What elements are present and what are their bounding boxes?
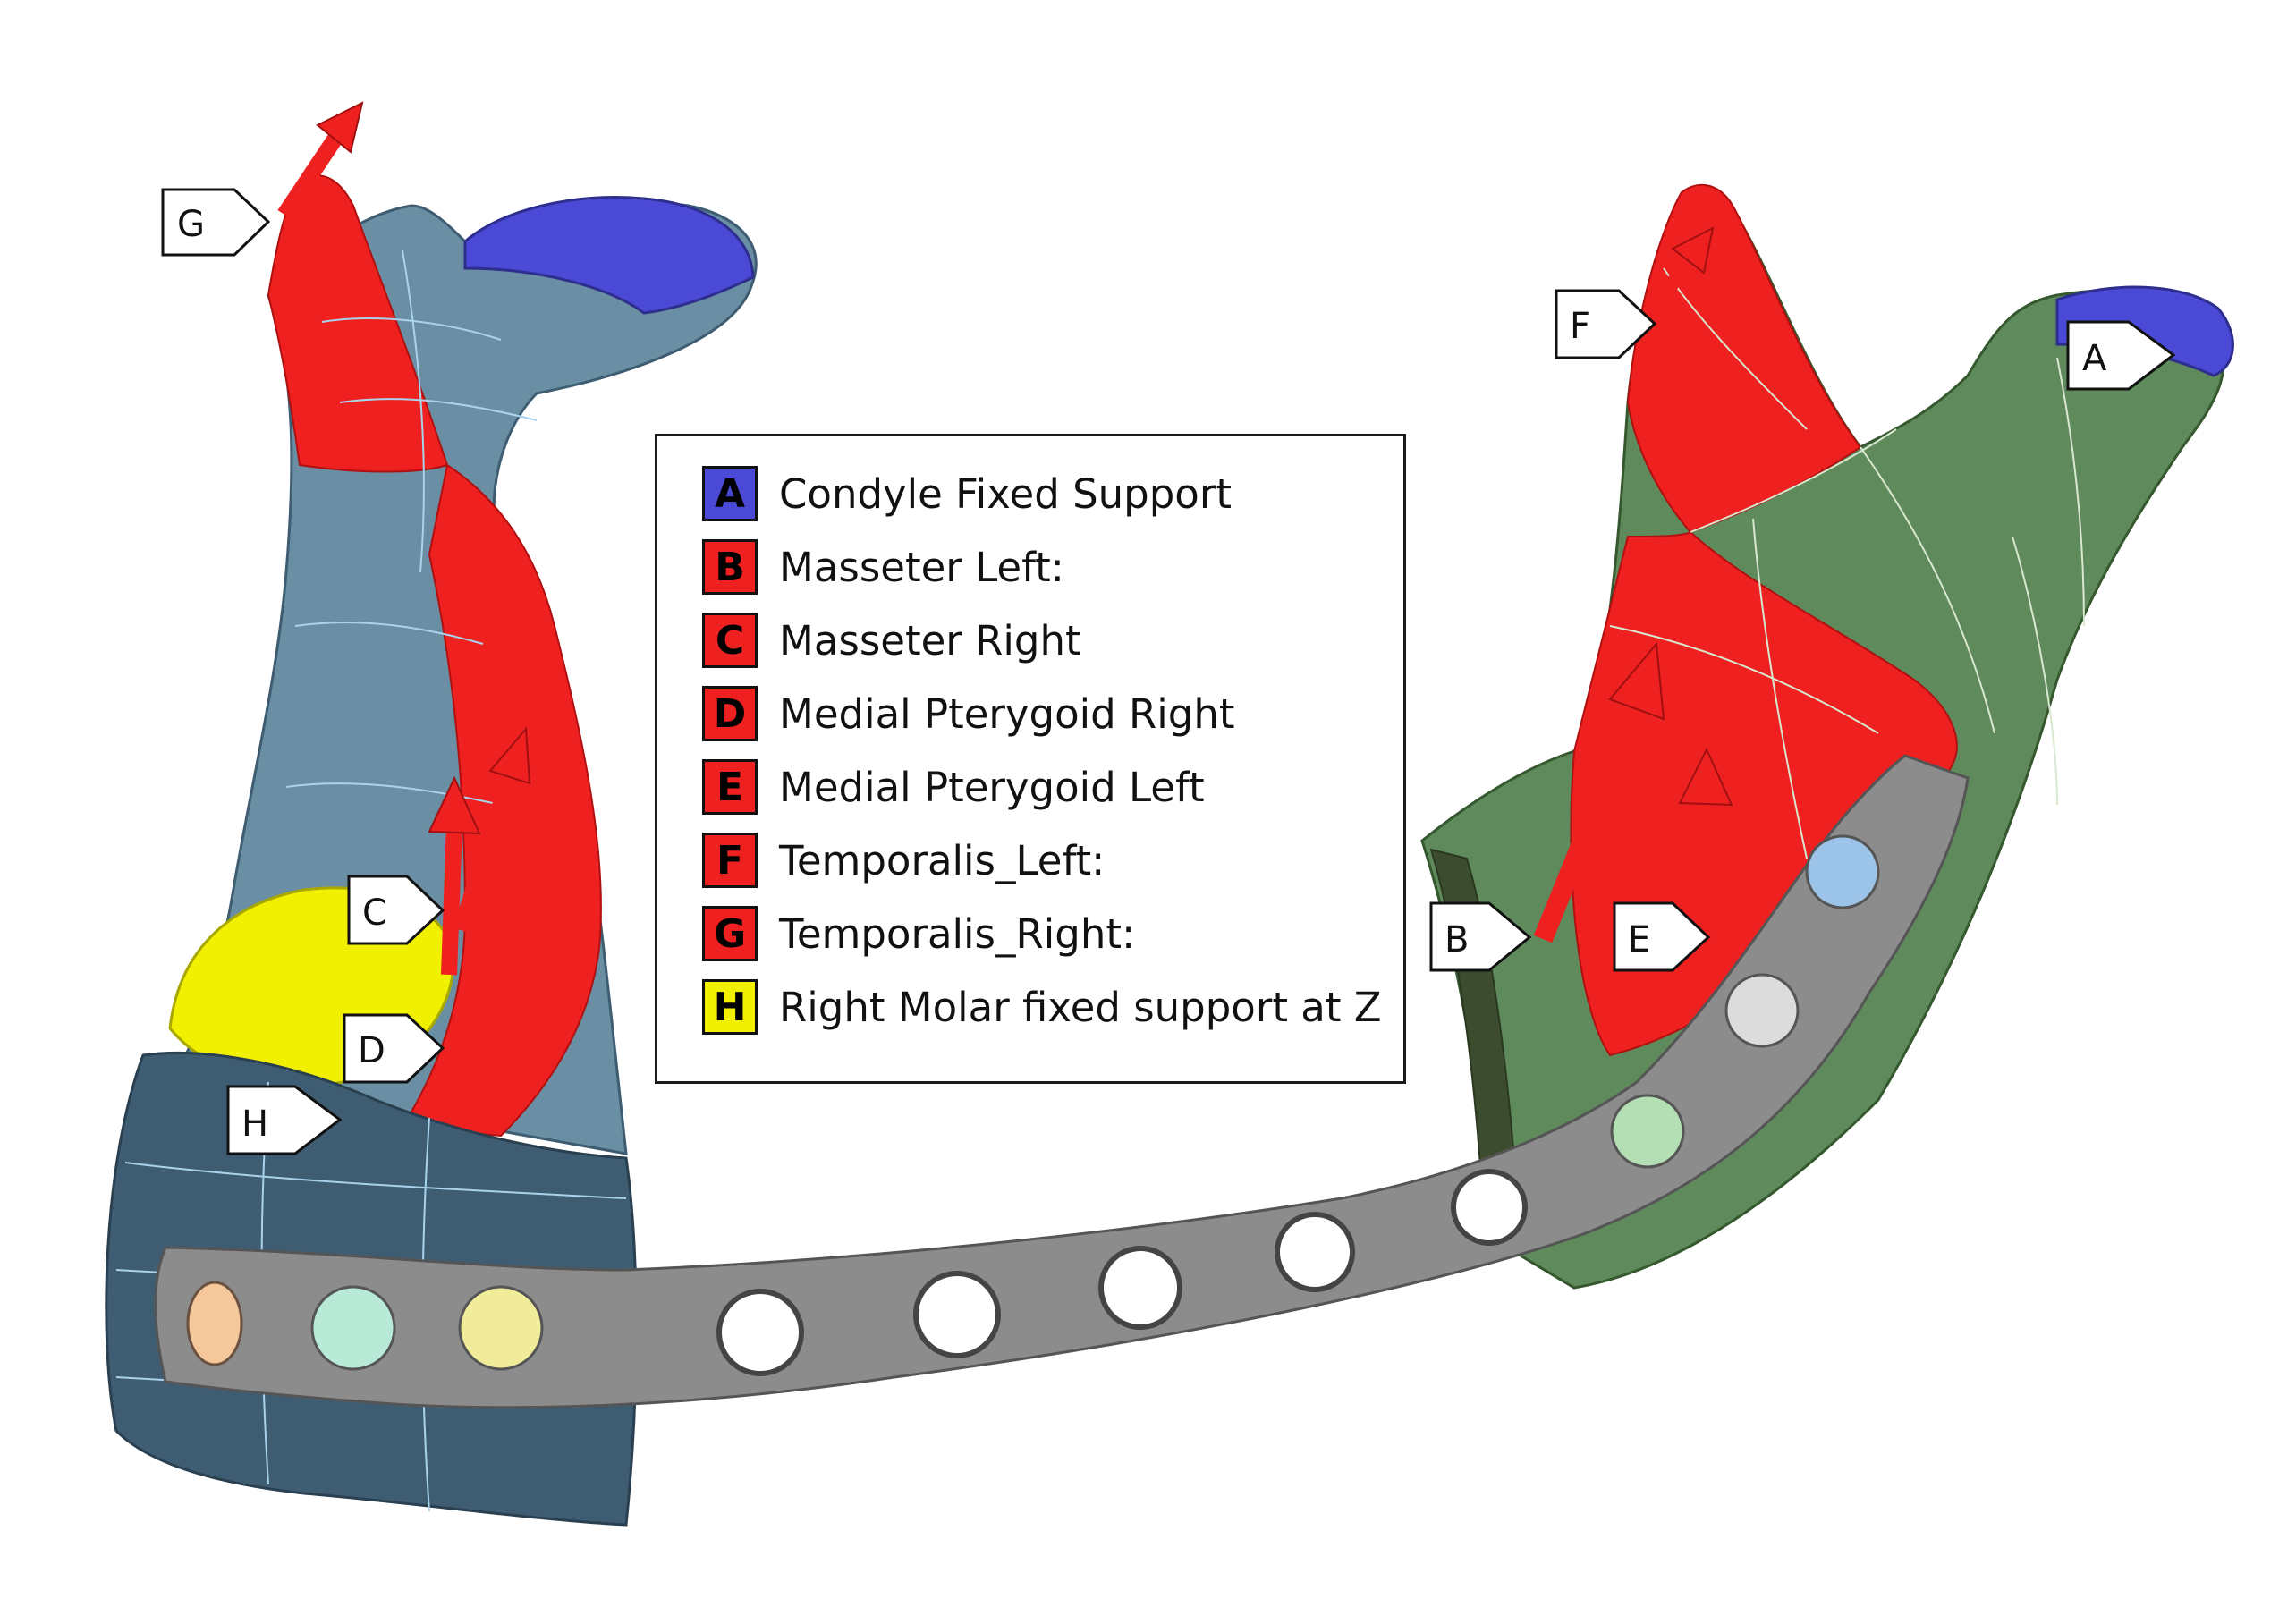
tag-F: F (1555, 289, 1657, 359)
svg-text:D: D (358, 1030, 385, 1071)
svg-text:A: A (2082, 338, 2107, 379)
plate-hole-2 (913, 1271, 1001, 1358)
legend-row-E: E Medial Pterygoid Left (702, 757, 1205, 817)
screw-1 (186, 1281, 243, 1366)
tag-H: H (226, 1085, 343, 1155)
legend-label-A: Condyle Fixed Support (779, 469, 1232, 518)
svg-text:C: C (362, 892, 387, 934)
boundary-conditions-legend: A Condyle Fixed Support B Masseter Left:… (655, 434, 1406, 1084)
legend-label-E: Medial Pterygoid Left (779, 763, 1205, 811)
screw-3 (458, 1285, 544, 1371)
screw-2 (310, 1285, 396, 1371)
legend-label-G: Temporalis_Right: (779, 909, 1136, 958)
legend-swatch-F: F (702, 833, 758, 888)
arrow-medial-pterygoid-left (1678, 747, 1733, 949)
legend-swatch-G: G (702, 906, 758, 961)
legend-label-B: Masseter Left: (779, 543, 1064, 591)
legend-row-H: H Right Molar fixed support at Z (702, 977, 1382, 1037)
legend-label-H: Right Molar fixed support at Z (779, 983, 1382, 1031)
svg-text:F: F (1570, 306, 1590, 347)
svg-text:G: G (177, 204, 205, 245)
legend-label-D: Medial Pterygoid Right (779, 689, 1235, 738)
svg-text:H: H (241, 1104, 268, 1145)
tag-B: B (1429, 901, 1532, 972)
tag-C: C (347, 875, 445, 945)
fixation-plate (154, 754, 1970, 1409)
plate-hole-4 (1275, 1212, 1355, 1292)
legend-swatch-H: H (702, 979, 758, 1035)
arrow-masseter-right (428, 775, 481, 976)
legend-row-F: F Temporalis_Left: (702, 830, 1105, 891)
screw-4 (1610, 1094, 1685, 1169)
svg-text:B: B (1444, 919, 1469, 960)
svg-text:E: E (1628, 919, 1650, 960)
arrow-temporalis-right (277, 101, 364, 219)
legend-swatch-E: E (702, 759, 758, 815)
legend-swatch-D: D (702, 686, 758, 741)
arrow-medial-pterygoid-right (453, 726, 531, 933)
force-arrows (277, 101, 1733, 976)
plate-hole-1 (716, 1289, 804, 1376)
legend-swatch-C: C (702, 613, 758, 668)
legend-row-D: D Medial Pterygoid Right (702, 683, 1235, 744)
left-mesh-lines (1609, 267, 2085, 859)
legend-label-C: Masseter Right (779, 616, 1081, 664)
tag-D: D (343, 1013, 445, 1084)
tag-E: E (1613, 901, 1711, 972)
tag-A: A (2066, 320, 2176, 391)
arrow-masseter-left (1533, 641, 1665, 943)
plate-hole-5 (1451, 1169, 1528, 1246)
legend-swatch-B: B (702, 539, 758, 595)
screw-5 (1724, 973, 1800, 1048)
plate-body (154, 754, 1970, 1409)
tag-G: G (161, 188, 271, 257)
right-condyle-fixed-support (463, 196, 755, 315)
legend-row-C: C Masseter Right (702, 610, 1081, 671)
legend-swatch-A: A (702, 466, 758, 521)
legend-row-G: G Temporalis_Right: (702, 903, 1135, 964)
legend-row-A: A Condyle Fixed Support (702, 463, 1232, 524)
callout-tags: G C D H F A B E (161, 188, 2176, 1155)
plate-hole-3 (1098, 1246, 1182, 1330)
legend-label-F: Temporalis_Left: (779, 836, 1106, 884)
legend-row-B: B Masseter Left: (702, 537, 1064, 597)
screw-6 (1805, 834, 1880, 909)
